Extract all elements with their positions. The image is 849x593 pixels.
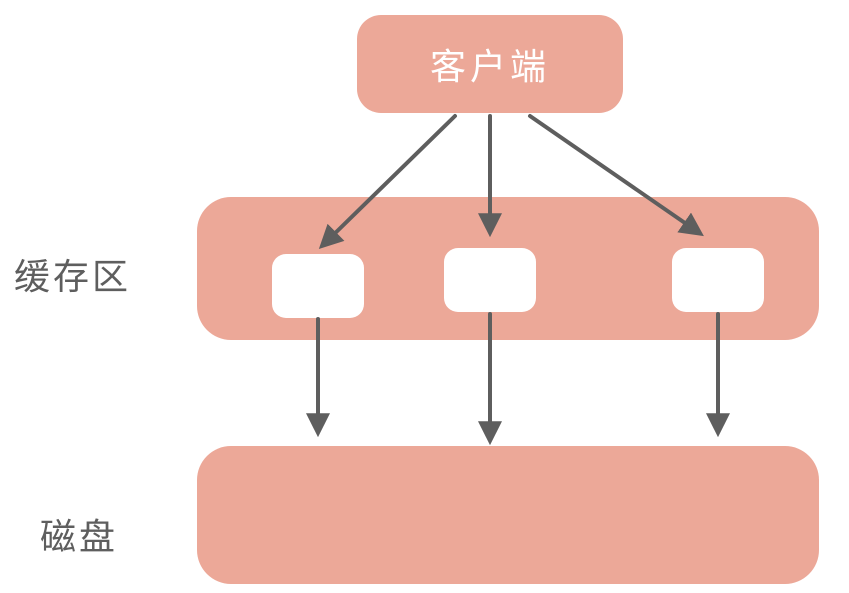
cache-label: 缓存区 xyxy=(14,257,132,298)
cache-slot xyxy=(272,254,364,318)
client-box: 客户端 xyxy=(357,15,623,113)
disk-label: 磁盘 xyxy=(40,517,119,558)
disk-box xyxy=(197,446,819,584)
cache-slot xyxy=(672,248,764,312)
cache-slot xyxy=(444,248,536,312)
client-label: 客户端 xyxy=(429,47,550,88)
